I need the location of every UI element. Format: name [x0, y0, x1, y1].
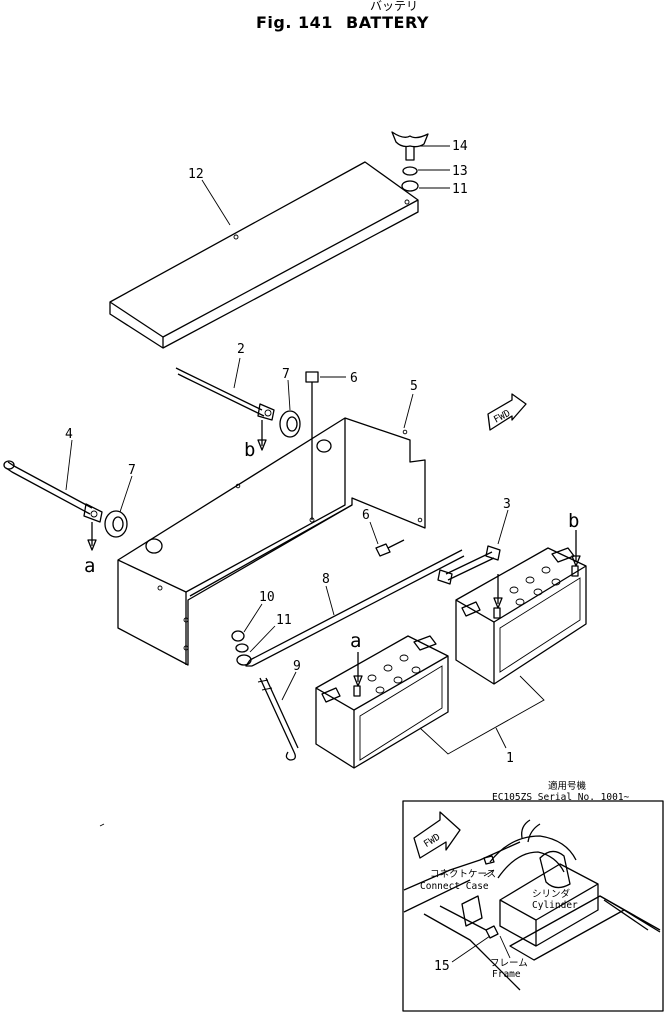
inset-cylinder-kana: シリンダ: [532, 888, 571, 900]
figure-number: Fig. 141: [256, 13, 333, 32]
label-11-lower: 11: [276, 613, 292, 628]
label-1: 1: [506, 751, 514, 766]
inset-frame-label: Frame: [492, 969, 521, 980]
label-14: 14: [452, 139, 468, 154]
inset-frame-kana: フレーム: [490, 958, 528, 969]
label-12: 12: [188, 167, 204, 182]
label-3: 3: [503, 497, 511, 512]
label-11-top: 11: [452, 182, 468, 197]
label-4: 4: [65, 427, 73, 442]
battery-cable-2: [175, 367, 275, 421]
battery-cover: [109, 161, 419, 349]
conn-letter-b-right: b: [568, 510, 579, 532]
battery-cable-3: [437, 545, 501, 585]
label-6-lower: 6: [362, 508, 370, 523]
washer-13: [402, 166, 418, 176]
inset-fwd-arrow-icon: FWD: [413, 811, 461, 859]
inset-frame: [402, 800, 664, 1012]
inset-connect-case-kana: コネクトケース: [430, 869, 496, 880]
label-9: 9: [293, 659, 301, 674]
battery-box: [117, 417, 426, 666]
inset-connect-case: Connect Case: [420, 881, 489, 892]
grommet-7-upper: [279, 410, 301, 438]
label-10: 10: [259, 590, 275, 605]
grommet-7-lower: [104, 510, 128, 538]
battery-right: [455, 547, 587, 685]
wing-bolt: [391, 131, 429, 161]
title-kana: バッテリ: [370, 0, 418, 13]
inset-serial: EC105ZS Serial No. 1001~: [492, 792, 630, 803]
j-bolt: [257, 677, 299, 761]
battery-cable-8: [245, 549, 465, 667]
inset-applicability-kana: 適用号機: [548, 780, 587, 792]
battery-pair-bracket: [419, 675, 545, 755]
washer-11: [401, 180, 419, 192]
label-7-upper: 7: [282, 367, 290, 382]
inset-fwd-label: FWD: [422, 832, 443, 851]
label-6-upper: 6: [350, 371, 358, 386]
label-7-lower: 7: [128, 463, 136, 478]
figure-title: BATTERY: [346, 13, 429, 32]
label-13: 13: [452, 164, 468, 179]
inset-machine-view: [403, 819, 661, 991]
battery-left: [315, 635, 449, 769]
conn-letter-b-left: b: [244, 439, 255, 461]
battery-cable-4: [3, 460, 103, 523]
washer-11-lower: [235, 643, 252, 666]
inset-cylinder: Cylinder: [532, 900, 578, 911]
nut-10: [231, 630, 245, 642]
label-2: 2: [237, 342, 245, 357]
fwd-arrow-icon: FWD: [487, 393, 527, 431]
conn-letter-a-right: a: [350, 630, 361, 652]
label-5: 5: [410, 379, 418, 394]
label-8: 8: [322, 572, 330, 587]
conn-letter-a-left: a: [84, 555, 95, 577]
bolt-6-upper: [305, 371, 319, 520]
bolt-6-lower: [375, 539, 405, 557]
inset-label-15: 15: [434, 959, 450, 974]
